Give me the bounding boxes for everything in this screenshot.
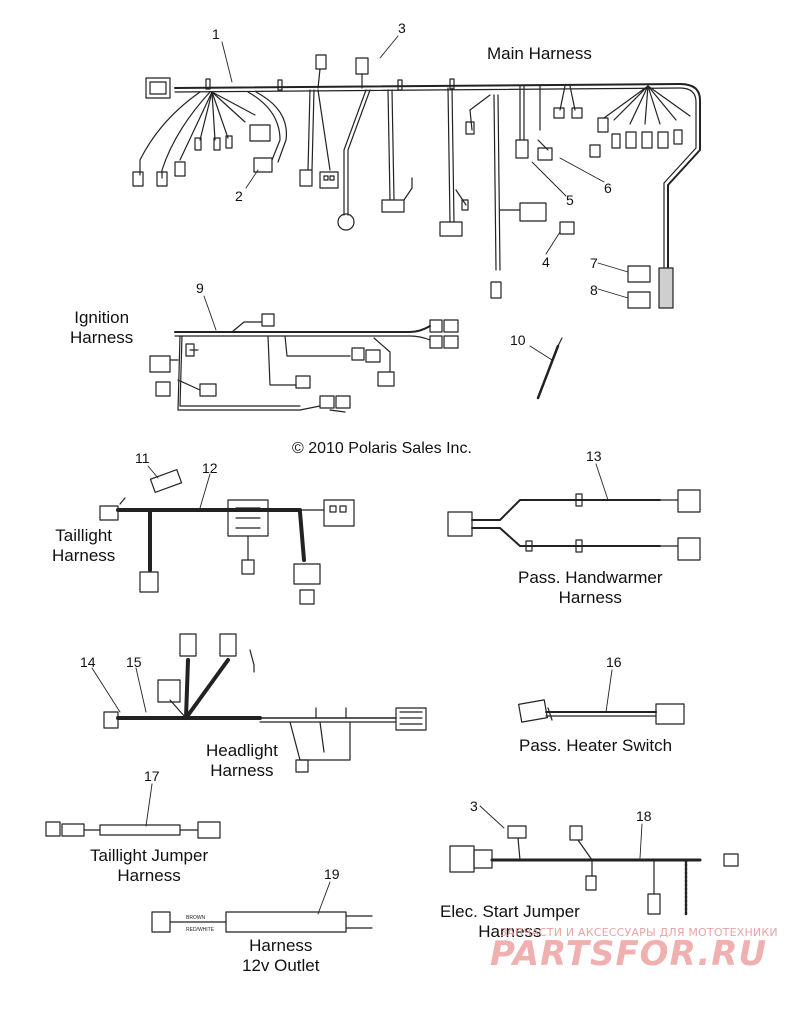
- callout-11: 11: [135, 450, 150, 466]
- callout-8: 8: [590, 282, 598, 298]
- watermark-tagline: ЗАПЧАСТИ И АКСЕССУАРЫ ДЛЯ МОТОТЕХНИКИ: [500, 926, 778, 939]
- handwarmer-harness: [447, 489, 701, 561]
- watermark-logo: PARTSFOR.RU: [490, 934, 768, 974]
- callout-12: 12: [202, 460, 218, 476]
- callout-7: 7: [590, 255, 598, 271]
- callout-14: 14: [80, 654, 96, 670]
- callout-3: 3: [398, 20, 406, 36]
- main-harness: [132, 54, 701, 309]
- outlet-wire-bottom-label: RED/WHITE: [186, 927, 215, 933]
- taillight-jumper-label: Taillight Jumper Harness: [90, 846, 209, 885]
- callout-13: 13: [586, 448, 602, 464]
- callout-9: 9: [196, 280, 204, 296]
- callout-19: 19: [324, 866, 340, 882]
- callout-4: 4: [542, 254, 550, 270]
- elec-start-jumper-label: Elec. Start Jumper Harness: [440, 902, 580, 941]
- heater-switch-harness: [518, 699, 685, 725]
- headlight-harness: [103, 633, 427, 773]
- headlight-harness-label: Headlight Harness: [206, 741, 278, 780]
- taillight-harness: [99, 469, 355, 605]
- callout-16: 16: [606, 654, 622, 670]
- taillight-jumper-harness: [45, 821, 221, 839]
- page-title: Main Harness: [487, 44, 592, 63]
- callout-10: 10: [510, 332, 526, 348]
- callout-17: 17: [144, 768, 160, 784]
- cable-tie: [536, 337, 563, 400]
- ignition-harness-label: Ignition Harness: [70, 308, 134, 347]
- handwarmer-harness-label: Pass. Handwarmer Harness: [518, 568, 663, 607]
- copyright-text: © 2010 Polaris Sales Inc.: [292, 440, 472, 457]
- callout-1: 1: [212, 26, 220, 42]
- outlet-harness: [151, 911, 373, 933]
- outlet-wire-top-label: BROWN: [186, 915, 206, 921]
- callout-6: 6: [604, 180, 612, 196]
- ignition-harness: [149, 313, 459, 413]
- heater-switch-label: Pass. Heater Switch: [519, 736, 673, 755]
- taillight-harness-label: Taillight Harness: [52, 526, 116, 565]
- callout-2: 2: [235, 188, 243, 204]
- outlet-harness-label: Harness 12v Outlet: [242, 936, 320, 975]
- callout-15: 15: [126, 654, 142, 670]
- callout-18: 18: [636, 808, 652, 824]
- callout-5: 5: [566, 192, 574, 208]
- elec-start-jumper-harness: [449, 825, 739, 916]
- callout-3-lower: 3: [470, 798, 478, 814]
